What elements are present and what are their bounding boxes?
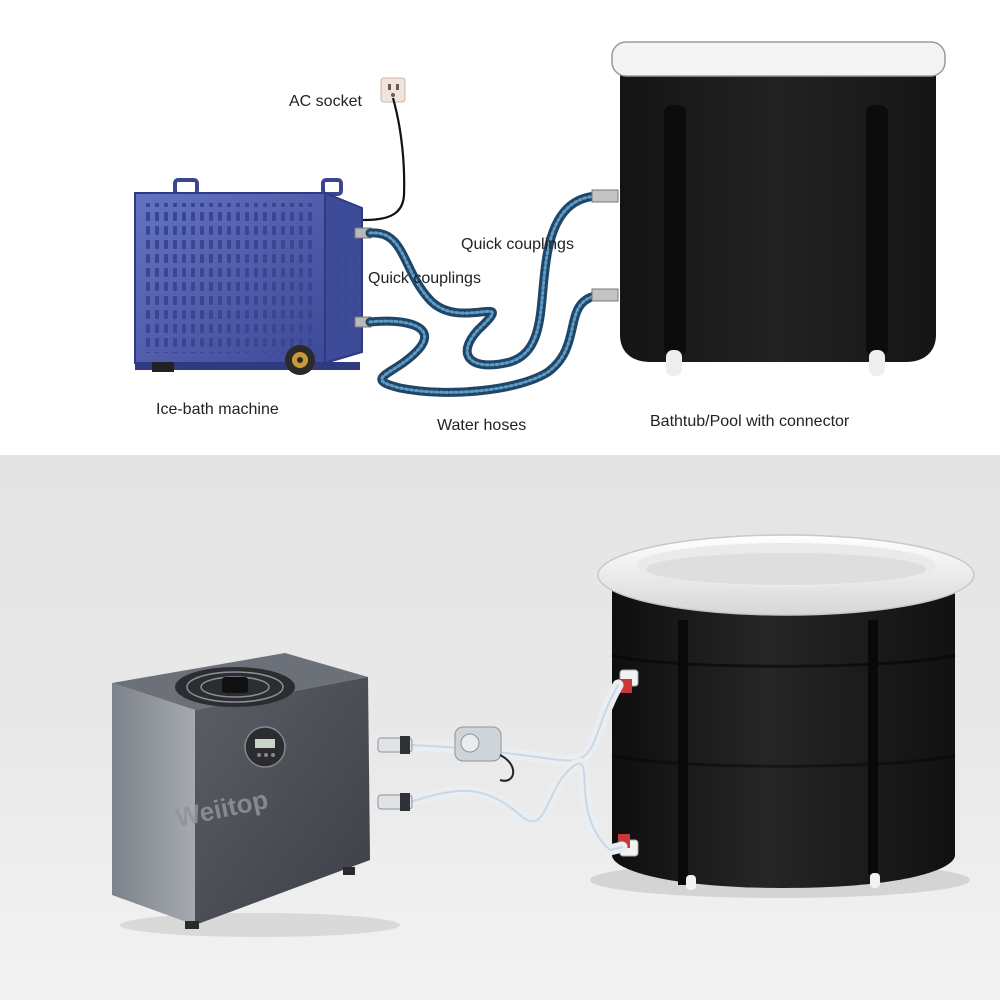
water-pump-photo — [454, 726, 515, 782]
bathtub-label: Bathtub/Pool with connector — [650, 413, 850, 430]
ice-bath-machine-label: Ice-bath machine — [156, 401, 279, 418]
product-photo: Weiitop — [112, 534, 975, 937]
ac-socket-icon — [380, 77, 406, 103]
bathtub-illustration — [611, 41, 946, 376]
water-hoses-illustration — [365, 191, 605, 397]
diagram-illustration — [134, 41, 946, 397]
photo-panel: Weiitop — [0, 455, 1000, 1000]
quick-couplings-label-left: Quick couplings — [368, 270, 481, 287]
water-hoses-label: Water hoses — [437, 417, 527, 434]
ac-socket-label: AC socket — [289, 93, 362, 110]
quick-couplings-label-top: Quick couplings — [461, 236, 574, 253]
quick-coupling-icon — [591, 189, 619, 302]
hose-set-photo — [404, 679, 628, 857]
chiller-unit-photo — [112, 653, 370, 929]
diagram-panel: AC socket Quick couplings Quick coupling… — [0, 0, 1000, 455]
ice-bath-machine-illustration — [134, 178, 372, 375]
ice-tub-photo — [597, 534, 975, 890]
